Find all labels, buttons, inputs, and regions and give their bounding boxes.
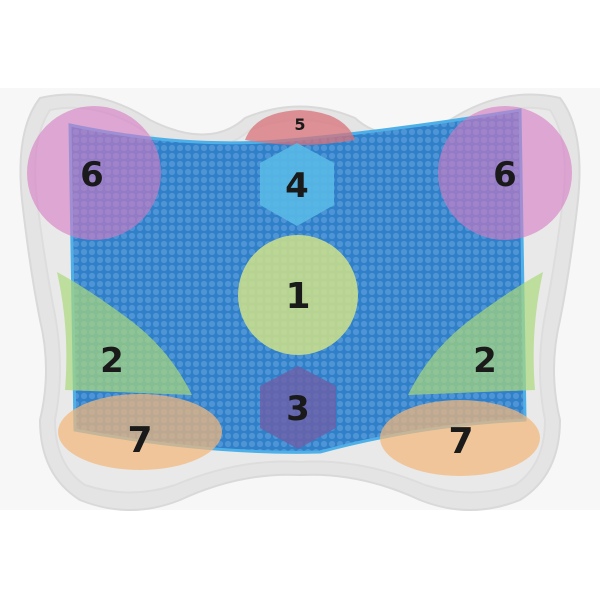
zone-5-shape xyxy=(245,110,355,145)
zone-3-shape xyxy=(260,366,336,449)
zone-6-left: 6 xyxy=(27,106,161,240)
zone-2-right-shape xyxy=(408,272,543,395)
zone-7-left-label: 7 xyxy=(127,420,152,461)
zone-6-left-shape xyxy=(27,106,161,240)
zone-7-left: 7 xyxy=(58,394,222,470)
zone-3: 3 xyxy=(260,366,336,449)
zone-2-left: 2 xyxy=(57,272,192,395)
zone-1-shape xyxy=(238,235,358,355)
zone-6-right-label: 6 xyxy=(493,155,517,195)
zone-2-right: 2 xyxy=(408,272,543,395)
zone-6-left-label: 6 xyxy=(80,155,104,195)
zone-1-label: 1 xyxy=(285,276,310,317)
zone-1: 1 xyxy=(238,235,358,355)
zone-6-right: 6 xyxy=(438,106,572,240)
zone-6-right-shape xyxy=(438,106,572,240)
zone-7-right-shape xyxy=(380,400,540,476)
zone-7-left-shape xyxy=(58,394,222,470)
zone-3-label: 3 xyxy=(286,389,310,429)
zone-2-right-label: 2 xyxy=(473,341,497,381)
zone-5-label: 5 xyxy=(294,115,305,134)
zone-2-left-shape xyxy=(57,272,192,395)
zone-2-left-label: 2 xyxy=(100,341,124,381)
zone-7-right: 7 xyxy=(380,400,540,476)
zone-4-shape xyxy=(260,143,334,226)
zone-7-right-label: 7 xyxy=(448,421,473,462)
zone-4: 4 xyxy=(260,143,334,226)
zone-5: 5 xyxy=(245,110,355,145)
zone-4-label: 4 xyxy=(285,166,309,206)
